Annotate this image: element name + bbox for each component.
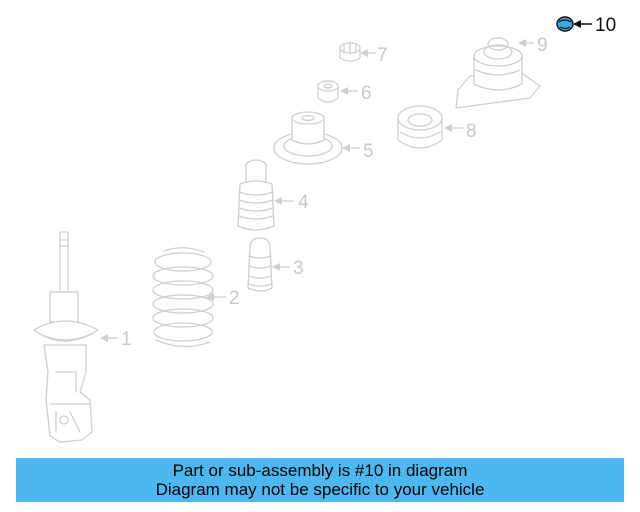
coil-spring-part[interactable] bbox=[152, 247, 214, 348]
callout-5-arrow bbox=[342, 144, 350, 152]
callout-6-label: 6 bbox=[361, 83, 372, 104]
callout-7-arrow bbox=[360, 49, 368, 57]
bump-stop-part[interactable] bbox=[247, 237, 273, 292]
strut-mount-part[interactable] bbox=[455, 37, 541, 109]
spring-seat-part[interactable] bbox=[273, 111, 343, 165]
callout-1-arrow bbox=[100, 334, 108, 342]
callout-9-arrow bbox=[518, 39, 526, 47]
washer-part[interactable] bbox=[317, 80, 339, 103]
highlighted-part-10-icon[interactable] bbox=[556, 16, 574, 32]
diagram-notice-banner: Part or sub-assembly is #10 in diagram D… bbox=[16, 458, 624, 502]
callout-1-label: 1 bbox=[121, 329, 132, 350]
notice-line-1: Part or sub-assembly is #10 in diagram bbox=[172, 461, 468, 480]
callout-5-label: 5 bbox=[363, 141, 374, 162]
notice-line-2: Diagram may not be specific to your vehi… bbox=[155, 480, 485, 499]
callout-7-label: 7 bbox=[377, 45, 388, 66]
strut-bearing-part[interactable] bbox=[397, 105, 443, 149]
callout-2-label: 2 bbox=[229, 288, 240, 309]
nut-part[interactable] bbox=[339, 41, 361, 62]
callout-10-arrow bbox=[573, 20, 581, 28]
callout-9-label: 9 bbox=[537, 35, 548, 56]
callout-3-arrow bbox=[272, 263, 280, 271]
callout-6-arrow bbox=[340, 87, 348, 95]
callout-8-label: 8 bbox=[466, 121, 477, 142]
strut-assembly-part[interactable] bbox=[33, 231, 99, 443]
callout-2-arrow bbox=[206, 293, 214, 301]
callout-4-arrow bbox=[274, 197, 282, 205]
callout-10-label: 10 bbox=[595, 15, 616, 36]
callout-3-label: 3 bbox=[293, 258, 304, 279]
callout-4-label: 4 bbox=[298, 192, 309, 213]
parts-diagram: 1 2 3 4 5 bbox=[33, 15, 616, 443]
dust-boot-part[interactable] bbox=[237, 159, 275, 231]
callout-8-arrow bbox=[444, 124, 452, 132]
